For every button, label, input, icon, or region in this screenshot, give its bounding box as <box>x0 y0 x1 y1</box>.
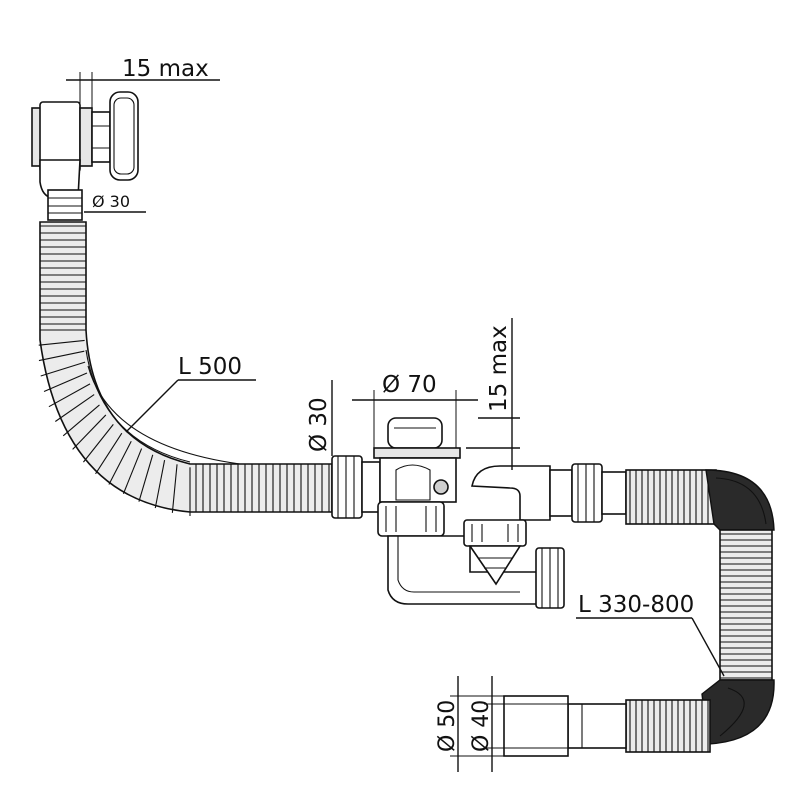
overflow-collar <box>91 111 111 163</box>
overflow-gap-label: 15 max <box>122 56 209 82</box>
drain-gap-dimension: 15 max <box>466 318 520 470</box>
trap-nut-left <box>377 501 445 537</box>
drain-plug-pin <box>433 479 449 495</box>
trap-riser-elbow <box>471 465 551 521</box>
outlet-hose-length-label: L 330-800 <box>578 592 694 618</box>
trap-nut-right <box>463 519 527 547</box>
outlet-diameter-dimensions: Ø 50 Ø 40 <box>435 676 504 772</box>
overflow-flange <box>79 107 93 167</box>
outlet-end-cup <box>503 695 569 757</box>
drain-trap-assembly <box>331 417 627 609</box>
outlet-nut <box>571 463 603 523</box>
overflow-cap <box>109 91 139 181</box>
drain-gap-label: 15 max <box>486 325 512 412</box>
drain-body <box>379 457 457 503</box>
drain-flange <box>373 447 461 459</box>
overflow-hose-length-dimension: L 500 <box>125 354 256 433</box>
trap-cone <box>468 545 522 586</box>
overflow-diameter-dimension: Ø 30 <box>84 192 146 213</box>
trap-u-bend <box>387 535 539 605</box>
outlet-hose <box>503 469 775 757</box>
outlet-outer-diameter-label: Ø 50 <box>435 700 460 752</box>
overflow-nut <box>47 189 83 221</box>
trap-inlet-stub <box>361 461 381 513</box>
overflow-hose-length-label: L 500 <box>178 354 242 380</box>
overflow-assembly <box>31 91 139 221</box>
inlet-diameter-dimension: Ø 30 <box>306 380 333 456</box>
overflow-hose <box>38 221 333 516</box>
overflow-diameter-label: Ø 30 <box>92 192 130 211</box>
outlet-hose-length-dimension: L 330-800 <box>576 592 725 677</box>
outlet-inner-diameter-label: Ø 40 <box>469 700 494 752</box>
outlet-adapter <box>601 471 627 515</box>
drain-diameter-label: Ø 70 <box>382 372 437 398</box>
overflow-gap-dimension: 15 max <box>66 56 220 108</box>
drain-plug-cap <box>387 417 443 449</box>
outlet-reducer <box>567 703 627 749</box>
inlet-diameter-label: Ø 30 <box>306 397 332 452</box>
trap-inlet-nut <box>331 455 363 519</box>
drain-diameter-dimension: Ø 70 <box>352 372 478 448</box>
outlet-pipe <box>549 469 573 517</box>
